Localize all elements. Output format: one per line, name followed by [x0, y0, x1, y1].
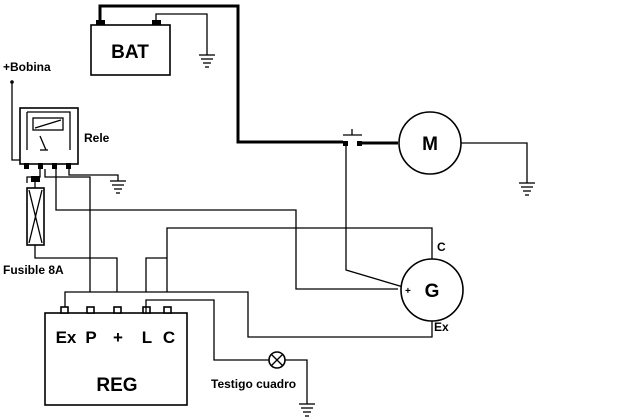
motor-label: M — [422, 134, 438, 155]
relay-ground-wire — [68, 169, 119, 181]
generator-c-label: C — [437, 240, 446, 254]
relay — [19, 107, 79, 169]
indicator-lamp — [268, 351, 286, 369]
motor-ground-wire — [461, 142, 528, 183]
fuse-reg-plus-wire — [34, 245, 118, 292]
reg-terminal-l: L — [142, 328, 152, 347]
generator-ex-label: Ex — [434, 320, 449, 334]
regulator: Ex P + L C REG — [44, 306, 188, 406]
relay-reg-p-wire — [44, 169, 91, 292]
battery-negative-wire — [155, 13, 208, 55]
fuse-label: Fusible 8A — [3, 263, 64, 277]
lamp-label: Testigo cuadro — [211, 377, 296, 391]
lamp-feed-wire — [145, 299, 269, 361]
gen-c-wire — [166, 227, 433, 292]
switch-generator-wire — [345, 146, 411, 290]
ground-symbol — [519, 182, 535, 196]
coil-terminal — [10, 80, 14, 84]
reg-terminal-c: C — [163, 328, 175, 347]
battery-positive-cable — [98, 4, 343, 144]
relay-generator-wire — [55, 169, 398, 290]
fuse — [26, 182, 45, 246]
reg-terminal-ex: Ex — [56, 328, 77, 347]
generator-label: G — [425, 281, 440, 302]
regulator-label: REG — [96, 375, 137, 396]
battery: BAT — [90, 20, 171, 76]
battery-box — [90, 24, 171, 76]
coil-wire — [11, 82, 22, 161]
coil-label: +Bobina — [3, 60, 51, 74]
gen-ex-wire — [64, 291, 433, 338]
reg-terminal-plus: + — [113, 328, 123, 347]
lamp-ground-wire — [285, 359, 308, 404]
ground-symbol — [110, 180, 126, 194]
ground-symbol — [299, 403, 315, 417]
reg-l-wire — [145, 257, 167, 292]
starter-motor: M — [398, 111, 462, 175]
relay-box — [19, 107, 79, 165]
battery-terminal-pos — [96, 20, 105, 25]
battery-terminal-neg — [152, 20, 161, 25]
starter-switch — [343, 129, 362, 146]
generator-plus-label: + — [405, 286, 411, 297]
relay-label: Rele — [84, 131, 110, 145]
ground-symbol — [199, 54, 215, 68]
relay-coil — [32, 117, 64, 131]
fuse-top-connector — [31, 176, 40, 182]
reg-terminal-p: P — [85, 328, 96, 347]
battery-label: BAT — [111, 42, 149, 63]
generator: G + — [400, 258, 464, 322]
